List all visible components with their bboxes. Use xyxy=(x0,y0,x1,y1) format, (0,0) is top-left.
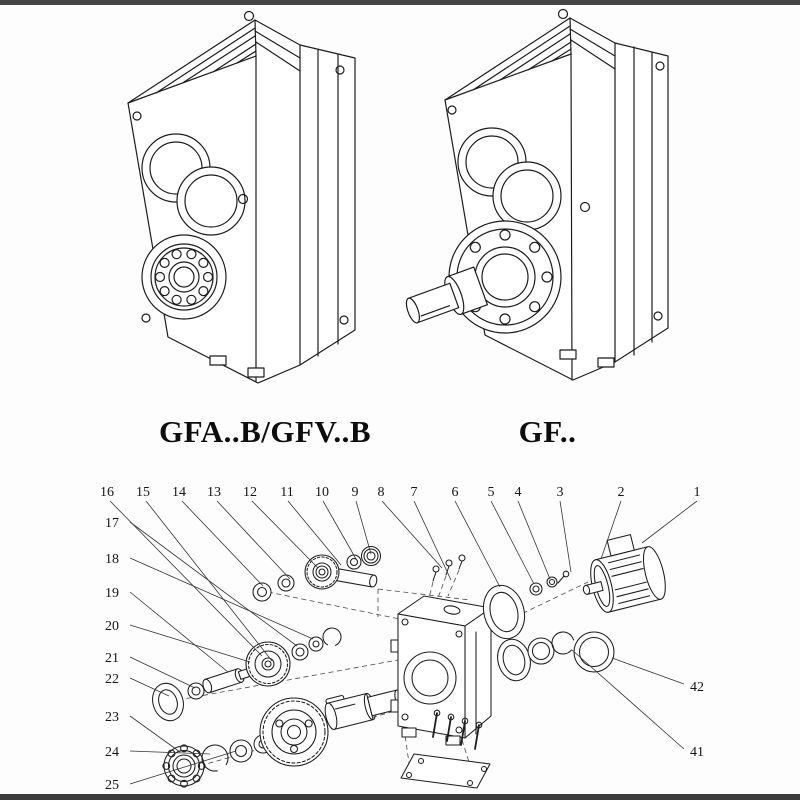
part-number-18: 18 xyxy=(105,552,119,567)
part-number-17: 17 xyxy=(105,516,119,531)
part-number-21: 21 xyxy=(105,651,119,666)
part-number-5: 5 xyxy=(488,485,495,500)
part-number-25: 25 xyxy=(105,778,119,793)
part-number-16: 16 xyxy=(100,485,114,500)
input-shaft-assembly xyxy=(252,545,382,602)
part-number-15: 15 xyxy=(136,485,150,500)
cover-screws xyxy=(432,554,466,582)
part-number-11: 11 xyxy=(280,485,293,500)
part-number-14: 14 xyxy=(172,485,186,500)
oil-cap-icon xyxy=(243,10,255,22)
motor xyxy=(582,534,666,613)
part-number-10: 10 xyxy=(315,485,329,500)
exploded-parts-diagram: 16 15 14 13 12 11 10 9 8 7 6 5 4 3 2 1 1… xyxy=(100,485,704,793)
part-number-23: 23 xyxy=(105,710,119,725)
part-number-41: 41 xyxy=(690,745,704,760)
gearbox-drawing-gf xyxy=(405,8,669,381)
part-number-42: 42 xyxy=(690,680,704,695)
gearbox-drawing-gfab-gfvb xyxy=(127,10,356,384)
part-number-6: 6 xyxy=(452,485,459,500)
gearbox-drawings xyxy=(127,8,669,384)
part-number-12: 12 xyxy=(243,485,257,500)
gear-housing xyxy=(390,595,492,746)
intermediate-gear-assembly xyxy=(152,627,342,722)
part-number-9: 9 xyxy=(352,485,359,500)
hollow-shaft-bearing xyxy=(141,234,227,320)
part-number-20: 20 xyxy=(105,619,119,634)
part-number-4: 4 xyxy=(515,485,522,500)
part-number-8: 8 xyxy=(378,485,385,500)
oil-cap-icon xyxy=(557,8,569,20)
output-shaft-assembly xyxy=(162,689,404,788)
part-number-1: 1 xyxy=(694,485,701,500)
part-number-19: 19 xyxy=(105,586,119,601)
part-number-22: 22 xyxy=(105,672,119,687)
part-number-24: 24 xyxy=(105,745,119,760)
page-bottom-edge xyxy=(0,794,800,800)
leader-lines xyxy=(109,500,698,785)
part-number-13: 13 xyxy=(207,485,221,500)
part-numbers: 16 15 14 13 12 11 10 9 8 7 6 5 4 3 2 1 1… xyxy=(100,485,704,793)
part-number-7: 7 xyxy=(411,485,418,500)
part-number-2: 2 xyxy=(618,485,625,500)
part-number-3: 3 xyxy=(557,485,564,500)
page-top-edge xyxy=(0,0,800,5)
output-shaft xyxy=(405,266,489,324)
base-gasket-and-bolts xyxy=(400,709,491,789)
product-label-gf: GF.. xyxy=(518,414,577,449)
product-label-gfab-gfvb: GFA..B/GFV..B xyxy=(158,414,372,449)
